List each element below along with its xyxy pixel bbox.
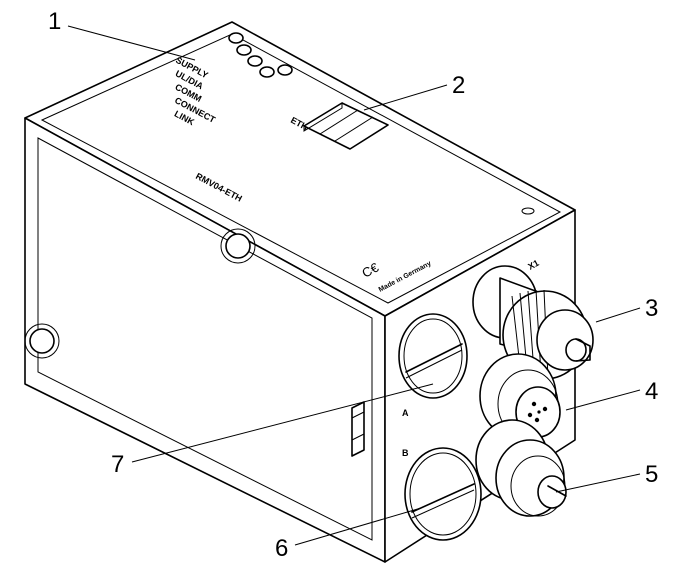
- led-connect: [259, 66, 275, 78]
- protective-cap-b: [404, 447, 482, 541]
- ce-mark: C€: [359, 259, 381, 280]
- led-comm: [247, 55, 263, 67]
- side-mounting-hole-lower: [29, 328, 55, 354]
- led-link: [277, 64, 293, 76]
- port-b-label: B: [402, 448, 409, 458]
- protective-cap-a: [398, 313, 468, 399]
- plug-connector: [475, 419, 567, 517]
- address-switches: [303, 102, 389, 150]
- callout-4: 4: [645, 378, 658, 405]
- callout-3: 3: [645, 295, 658, 322]
- callout-numbers: 1 2 3 4 5 6 7: [48, 8, 658, 562]
- leader-lines: [67, 25, 641, 546]
- port-a-label: A: [402, 408, 409, 418]
- led-supply: [228, 32, 244, 44]
- callout-1: 1: [48, 8, 61, 35]
- connector-x1-cap: [472, 265, 594, 380]
- side-clip: [351, 401, 365, 457]
- callout-6: 6: [275, 535, 288, 562]
- front-connectors: X1 A B: [398, 258, 594, 541]
- callout-7: 7: [111, 451, 124, 478]
- status-leds: [228, 32, 293, 78]
- led-ul-dia: [236, 44, 252, 56]
- side-panel-recess: [37, 137, 373, 541]
- small-mark: [521, 207, 535, 215]
- side-mounting-hole-upper: [225, 233, 251, 259]
- callout-2: 2: [452, 72, 465, 99]
- port-x1-label: X1: [526, 258, 540, 272]
- callout-5: 5: [645, 461, 658, 488]
- top-bevel: [40, 33, 562, 304]
